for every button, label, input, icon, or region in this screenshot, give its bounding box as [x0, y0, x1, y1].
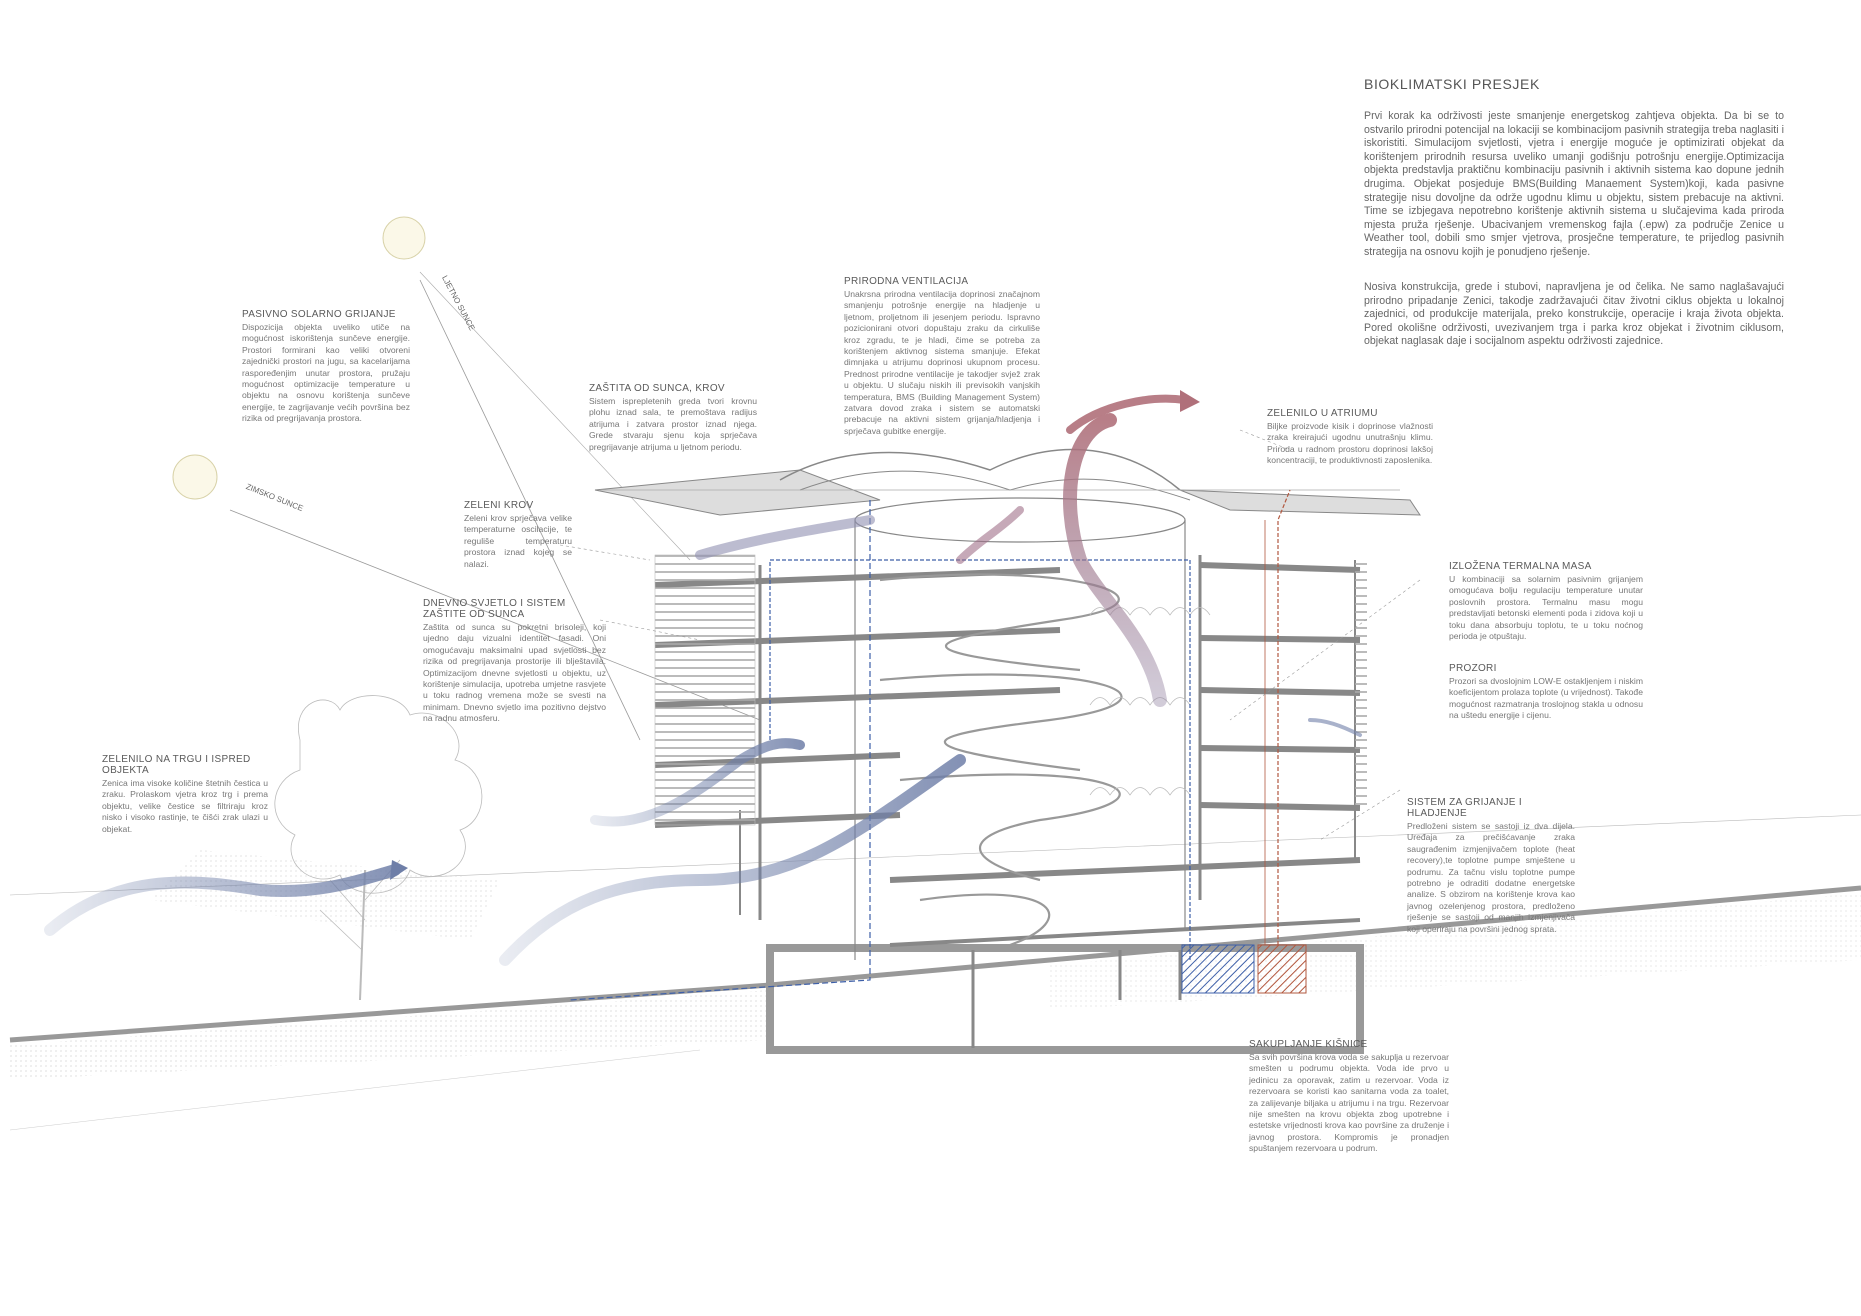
note-title: ZAŠTITA OD SUNCA, KROV: [589, 383, 725, 394]
warm-air-arrow-3: [956, 506, 1024, 564]
note-body: Sa svih površina krova voda se sakuplja …: [1249, 1052, 1449, 1154]
leader-lines: [559, 429, 1421, 841]
note-passive-solar: PASIVNO SOLARNO GRIJANJE Dispozicija obj…: [242, 309, 410, 425]
note-title: ZELENI KROV: [464, 500, 534, 511]
summer-sun: [382, 216, 426, 260]
note-thermal-mass: IZLOŽENA TERMALNA MASA U kombinaciji sa …: [1449, 561, 1643, 642]
note-atrium-greenery: ZELENILO U ATRIUMU Biljke proizvode kisi…: [1267, 408, 1433, 467]
cold-air-arrow-4: [695, 515, 875, 560]
ground-stipple: [10, 990, 770, 1080]
note-title: IZLOŽENA TERMALNA MASA: [1449, 561, 1592, 572]
winter-sun: [172, 454, 218, 500]
note-square-greenery: ZELENILO NA TRGU I ISPRED OBJEKTA Zenica…: [102, 754, 268, 835]
note-title: SISTEM ZA GRIJANJE I HLADJENJE: [1407, 797, 1522, 819]
intro-paragraph-2: Nosiva konstrukcija, grede i stubovi, na…: [1364, 281, 1784, 348]
ducts: [569, 489, 1291, 1001]
note-body: Zeleni krov sprječava velike temperaturn…: [464, 513, 572, 569]
note-title: DNEVNO SVJETLO I SISTEM ZAŠTITE OD SUNCA: [423, 598, 566, 620]
note-title: PRIRODNA VENTILACIJA: [844, 276, 969, 287]
note-windows: PROZORI Prozori sa dvoslojnim LOW-E osta…: [1449, 663, 1643, 722]
note-body: Unakrsna prirodna ventilacija doprinosi …: [844, 289, 1040, 436]
atrium-plants: [1089, 607, 1211, 796]
note-title: ZELENILO NA TRGU I ISPRED OBJEKTA: [102, 754, 251, 776]
rainwater-tank: [1257, 944, 1307, 994]
intro-paragraph-1: Prvi korak ka održivosti jeste smanjenje…: [1364, 110, 1784, 258]
roof: [594, 448, 1421, 516]
ground-stipple-3: [150, 850, 500, 940]
note-body: Dispozicija objekta uveliko utiče na mog…: [242, 322, 410, 424]
summer-sun-ray: [419, 279, 641, 741]
warm-air-arrow-2: [1066, 394, 1189, 434]
tree: [274, 695, 483, 1001]
cold-air-arrow-2: [499, 754, 966, 966]
note-roof-shading: ZAŠTITA OD SUNCA, KROV Sistem ispreplete…: [589, 383, 757, 453]
cold-air-arrow-1: [44, 864, 401, 936]
note-daylight-shading: DNEVNO SVJETLO I SISTEM ZAŠTITE OD SUNCA…: [423, 598, 606, 725]
note-title: PROZORI: [1449, 663, 1497, 674]
note-body: Predloženi sistem se sastoji iz dva dije…: [1407, 821, 1575, 934]
page-title: BIOKLIMATSKI PRESJEK: [1364, 76, 1540, 92]
warm-air-arrow-1: [1063, 413, 1167, 707]
note-natural-ventilation: PRIRODNA VENTILACIJA Unakrsna prirodna v…: [844, 276, 1040, 437]
air-flows: [44, 390, 1362, 966]
building: [654, 497, 1361, 960]
note-body: Biljke proizvode kisik i doprinose vlažn…: [1267, 421, 1433, 466]
heat-pump-unit: [1181, 944, 1255, 994]
note-rainwater: SAKUPLJANJE KIŠNICE Sa svih površina kro…: [1249, 1039, 1449, 1155]
basement: [766, 944, 1364, 1054]
brise-soleil-right: [1355, 560, 1367, 810]
note-body: Zenica ima visoke količine štetnih česti…: [102, 778, 268, 834]
note-body: U kombinaciji sa solarnim pasivnim grija…: [1449, 574, 1643, 642]
note-title: PASIVNO SOLARNO GRIJANJE: [242, 309, 396, 320]
spiral-ramp: [879, 573, 1123, 947]
note-body: Zaštita od sunca su pokretni brisoleji, …: [423, 622, 606, 724]
note-body: Prozori sa dvoslojnim LOW-E ostakljenjem…: [1449, 676, 1643, 721]
note-title: ZELENILO U ATRIUMU: [1267, 408, 1378, 419]
summer-sun-ray-2: [419, 271, 691, 561]
cold-air-arrow-3: [590, 738, 805, 827]
note-green-roof: ZELENI KROV Zeleni krov sprječava velike…: [464, 500, 572, 570]
note-title: SAKUPLJANJE KIŠNICE: [1249, 1039, 1368, 1050]
note-body: Sistem isprepletenih greda tvori krovnu …: [589, 396, 757, 452]
note-heating-cooling: SISTEM ZA GRIJANJE I HLADJENJE Predložen…: [1407, 797, 1575, 935]
cold-air-arrow-5: [1308, 718, 1362, 737]
